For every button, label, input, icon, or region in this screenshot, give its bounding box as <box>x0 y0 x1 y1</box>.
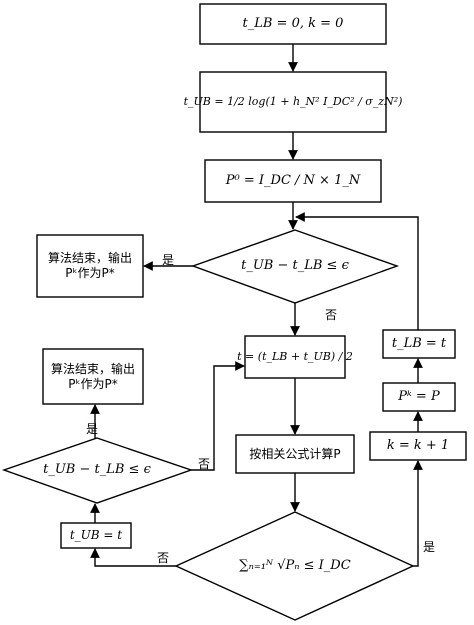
end1-box <box>36 234 144 298</box>
end1-line2: Pᵏ作为P* <box>65 266 115 280</box>
arrow-tlb-loop <box>295 212 419 330</box>
check2-yes-label: 是 <box>86 422 99 436</box>
check1-label: t_UB − t_LB ≤ ϵ <box>241 257 349 273</box>
end2-label: 算法结束，输出 Pᵏ作为P* <box>43 349 143 404</box>
compute-p-label: 按相关公式计算P <box>249 446 341 461</box>
end1-line1: 算法结束，输出 <box>47 251 132 265</box>
pk-box <box>382 382 456 412</box>
sum-check-label: ∑ₙ₌₁ᴺ √Pₙ ≤ I_DC <box>239 557 351 573</box>
end1-label: 算法结束，输出 Pᵏ作为P* <box>37 235 143 297</box>
sum-no-label: 否 <box>157 551 170 565</box>
tlb-t-label: t_LB = t <box>391 335 447 351</box>
k-inc-label: k = k + 1 <box>386 437 450 453</box>
sum-yes-label: 是 <box>423 540 436 554</box>
sum-check-diamond <box>174 511 415 621</box>
arrow-sum-no <box>90 548 176 567</box>
pk-label: Pᵏ = P <box>398 388 440 404</box>
t-mid-label: t = (t_LB + t_UB) / 2 <box>237 350 353 364</box>
check2-diamond <box>1 437 194 504</box>
tub-t-box <box>60 522 132 549</box>
end2-line2: Pᵏ作为P* <box>68 376 118 391</box>
p0-label: P⁰ = I_DC / N × 1_N <box>225 172 361 188</box>
check1-yes-label: 是 <box>162 253 175 267</box>
arrow-sum-yes <box>413 460 423 567</box>
tub-calc-label: t_UB = 1/2 log(1 + h_N² I_DC² / σ_zN²) <box>183 95 403 109</box>
end2-box <box>42 348 144 405</box>
arrow-check2-no <box>191 361 245 471</box>
check2-no-label: 否 <box>198 457 211 471</box>
check2-label: t_UB − t_LB ≤ ϵ <box>43 461 151 477</box>
end2-line1: 算法结束，输出 <box>50 361 135 376</box>
tub-t-label: t_UB = t <box>69 528 123 542</box>
tlb-t-box <box>382 329 456 359</box>
init-label: t_LB = 0, k = 0 <box>242 15 344 31</box>
check1-no-label: 否 <box>325 308 338 322</box>
